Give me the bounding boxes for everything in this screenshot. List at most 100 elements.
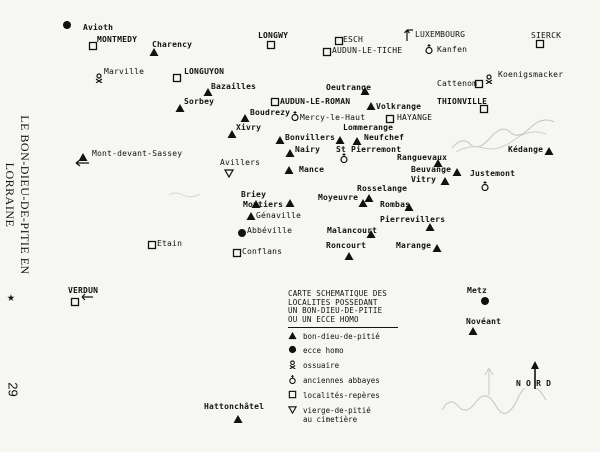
legend-item: vierge-de-pitié — [287, 405, 371, 416]
square-icon — [479, 104, 489, 114]
place-label: Beuvange — [411, 165, 452, 174]
filled-circle-icon — [481, 297, 489, 305]
square-icon — [232, 248, 242, 258]
place-label: Justemont — [470, 169, 516, 178]
legend-item-label: bon-dieu-de-pitié — [303, 332, 380, 341]
square-icon — [385, 114, 395, 124]
place-label: Avioth — [83, 23, 114, 32]
legend-item: au cimetière — [288, 414, 357, 425]
legend-item: ossuaire — [288, 360, 339, 371]
triangle-icon — [404, 203, 414, 211]
place-label: VERDUN — [68, 286, 99, 295]
square-icon — [88, 41, 98, 51]
place-label: Pierrevillers — [380, 215, 446, 224]
ossuary-icon — [485, 74, 493, 84]
place-label: Moutiers — [243, 200, 284, 209]
place-label: ESCH — [343, 35, 364, 44]
arrow-up-icon — [404, 29, 413, 41]
place-label: Rombas — [380, 200, 411, 209]
place-label: Bonvillers — [285, 133, 336, 142]
triangle-icon — [364, 194, 374, 202]
triangle-icon — [335, 136, 345, 144]
triangle-icon — [203, 88, 213, 96]
pencil-annotation — [451, 119, 555, 153]
place-label: Cattenom — [437, 79, 478, 88]
square-icon — [270, 97, 280, 107]
triangle-icon — [366, 230, 376, 238]
place-label: Sorbey — [184, 97, 215, 106]
place-label: LUXEMBOURG — [415, 30, 466, 39]
legend-title-4: OU UN ECCE HOMO — [288, 314, 359, 324]
place-label: Hattonchâtel — [204, 402, 265, 411]
place-label: Etain — [157, 239, 183, 248]
place-label: Rosselange — [357, 184, 408, 193]
place-label: Kanfen — [437, 45, 468, 54]
square-icon — [474, 79, 484, 89]
place-label: AUDUN-LE-TICHE — [332, 46, 403, 55]
abbey-icon — [289, 375, 296, 385]
map-legend: CARTE SCHEMATIQUE DES LOCALITES POSSEDAN… — [287, 289, 398, 424]
triangle-icon — [246, 212, 256, 220]
place-label: Marville — [104, 67, 145, 76]
pencil-annotation — [441, 388, 547, 414]
place-label: SIERCK — [531, 31, 562, 40]
arrow-left-icon — [81, 293, 93, 301]
filled-circle-icon — [238, 229, 246, 237]
place-label: Malancourt — [327, 226, 378, 235]
place-label: Mance — [299, 165, 325, 174]
place-label: St Pierremont — [336, 145, 402, 154]
star-icon: ★ — [7, 290, 15, 305]
abbey-icon — [340, 153, 348, 163]
filled-circle-icon — [288, 345, 297, 354]
place-label: Kédange — [508, 145, 544, 154]
triangle-icon — [78, 153, 88, 161]
place-label: Mercy-le-Haut — [300, 113, 366, 122]
place-label: Oeutrange — [326, 83, 372, 92]
place-label: Nairy — [295, 145, 321, 154]
square-icon — [266, 40, 276, 50]
triangle-icon — [285, 199, 295, 207]
place-label: Lommerange — [343, 123, 394, 132]
place-label: Neufchef — [364, 133, 405, 142]
square-icon — [147, 240, 157, 250]
filled-circle-icon — [63, 21, 71, 29]
legend-title-1: CARTE SCHEMATIQUE DES — [288, 289, 388, 298]
place-label: LONGUYON — [184, 67, 225, 76]
place-label: Volkrange — [376, 102, 422, 111]
legend-item-label: localités-repères — [303, 391, 380, 400]
triangle-icon — [288, 331, 297, 340]
square-icon — [70, 297, 80, 307]
legend-divider — [288, 327, 398, 328]
place-label: Briey — [241, 190, 267, 199]
north-arrow-icon — [531, 361, 539, 389]
triangle-icon — [344, 252, 354, 260]
square-icon — [322, 47, 332, 57]
place-label: Boudrezy — [250, 108, 291, 117]
triangle-icon — [233, 415, 243, 423]
legend-item: bon-dieu-de-pitié — [288, 331, 380, 342]
inverted-triangle-icon — [287, 406, 298, 415]
legend-item: anciennes abbayes — [288, 375, 380, 386]
side-title: LE BON-DIEU-DE-PITIE EN LORRAINE — [3, 115, 32, 275]
ossuary-icon — [289, 360, 296, 370]
place-label: LONGWY — [258, 31, 289, 40]
triangle-icon — [366, 102, 376, 110]
place-label: Conflans — [242, 247, 283, 256]
legend-item: localités-repères — [288, 390, 380, 401]
place-label: Mont-devant-Sassey — [92, 149, 183, 158]
place-label: Xivry — [236, 123, 262, 132]
legend-item-label: ossuaire — [303, 361, 340, 370]
triangle-icon — [352, 137, 362, 145]
triangle-icon — [149, 48, 159, 56]
abbey-icon — [291, 111, 299, 121]
triangle-icon — [433, 159, 443, 167]
place-label: Abbéville — [247, 226, 293, 235]
legend-title-3: UN BON-DIEU-DE-PITIE — [288, 306, 383, 315]
place-label: Ranguevaux — [397, 153, 448, 162]
triangle-icon — [358, 199, 368, 207]
pencil-arrow — [484, 367, 494, 395]
page-number: 29 — [5, 382, 21, 397]
place-label: AUDUN-LE-ROMAN — [280, 97, 351, 106]
place-label: Novéant — [466, 317, 502, 326]
